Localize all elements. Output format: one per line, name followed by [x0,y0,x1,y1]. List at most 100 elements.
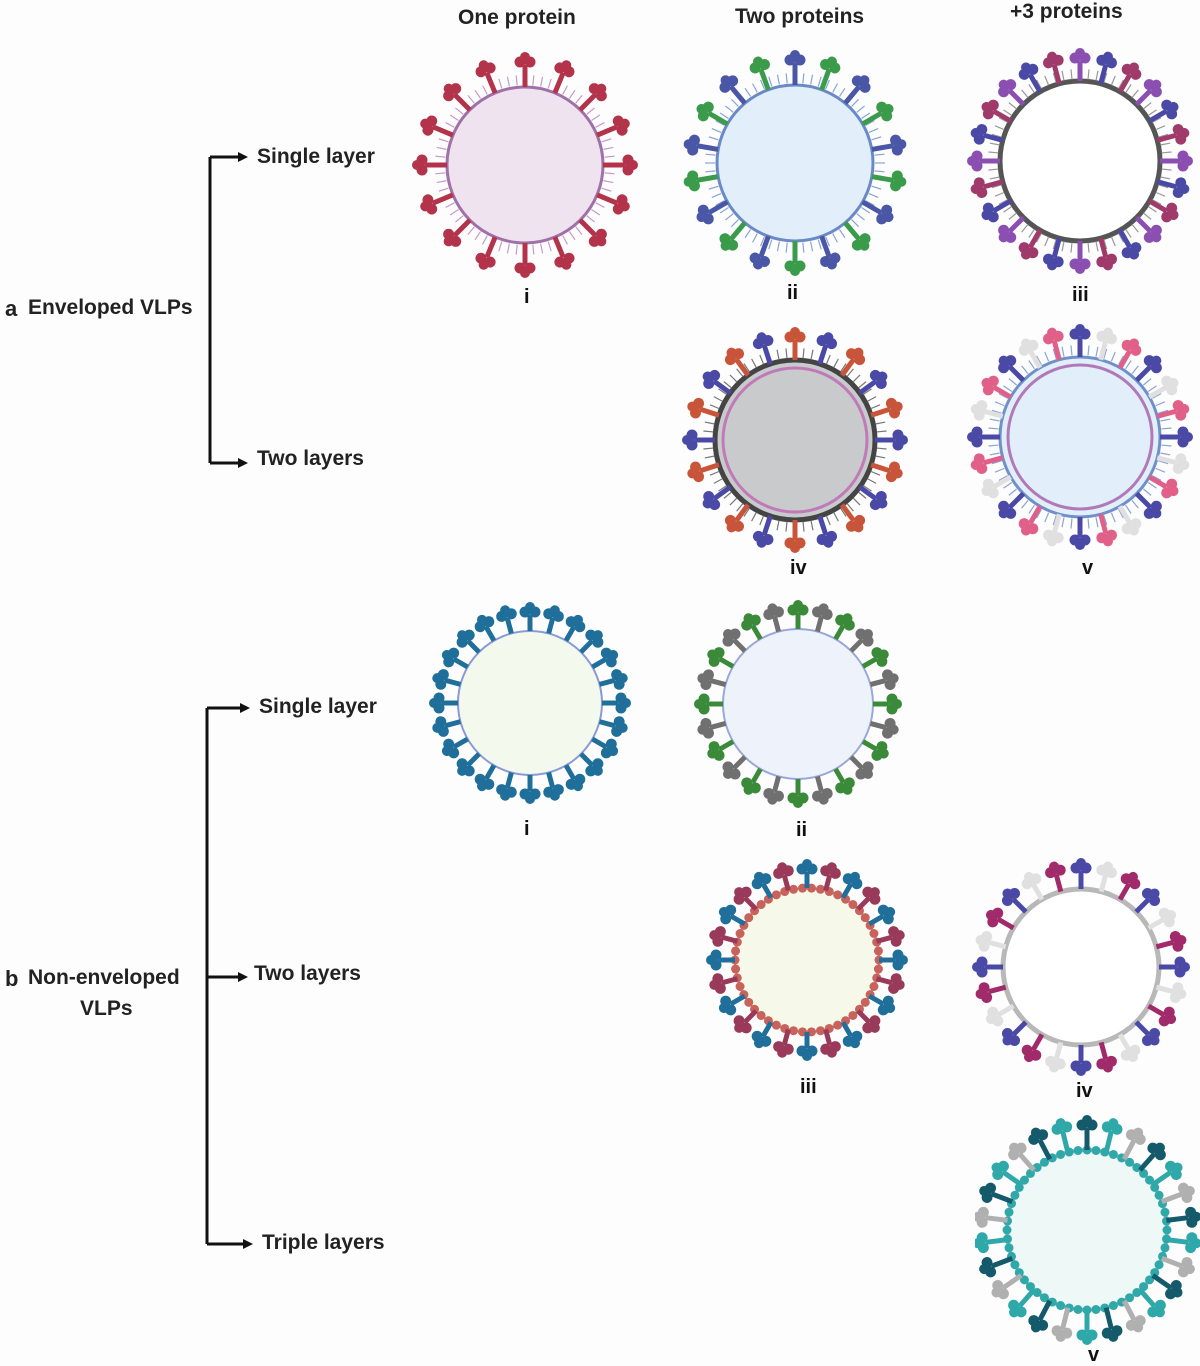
surface-protein [1043,237,1064,271]
lipid-tail [1061,346,1065,357]
surface-protein [591,647,619,670]
lipid-tail [1125,228,1132,238]
lipid-tail [498,78,503,89]
lipid-tail [729,497,738,506]
surface-protein [763,775,785,805]
surface-protein [697,669,727,691]
lipid-tail [1103,515,1108,526]
surface-protein [709,973,739,994]
lipid-tail [785,73,788,84]
lipid-tail [498,241,503,252]
surface-protein [1096,861,1117,893]
surface-protein [709,926,739,947]
surface-protein [1121,1127,1146,1161]
bead-subunit [873,964,883,974]
lipid-tail [838,229,846,239]
surface-protein [697,717,727,739]
surface-protein [579,752,604,777]
lipid-tail [1147,385,1157,392]
surface-protein [1160,426,1193,448]
lipid-tail [1044,512,1050,523]
lipid-tail [810,74,814,85]
row-label-a-two-layers: Two layers [257,447,364,470]
surface-protein [563,764,586,792]
lipid-tail [991,133,1002,138]
lipid-tail [1160,418,1171,422]
lipid-tail [817,76,822,87]
lipid-tail [1052,72,1057,83]
lipid-tail [1158,460,1169,465]
lipid-tail [989,142,1000,146]
surface-protein [519,602,541,631]
lipid-tail [1118,79,1124,89]
surface-protein [1160,1256,1195,1278]
surface-protein [840,503,866,533]
surface-protein [1043,513,1064,547]
surface-protein [429,692,458,714]
surface-protein [719,221,747,251]
surface-protein [443,218,472,247]
surface-protein [596,115,630,138]
lipid-tail [1147,109,1157,116]
lipid-tail [1118,233,1124,243]
lipid-tail [852,497,861,506]
lipid-tail [547,241,552,252]
surface-protein [1159,956,1190,978]
surface-protein [998,79,1026,107]
lipid-tail [1036,79,1042,89]
surface-protein [970,400,1004,421]
surface-protein [1096,51,1117,85]
bead-subunit [789,1026,799,1036]
surface-protein [1096,1041,1117,1073]
lipid-tail [540,76,544,87]
surface-protein [1155,931,1187,952]
lipid-tail [601,187,612,192]
lipid-tail [730,219,739,228]
bead-subunit [1010,1260,1020,1270]
lipid-tail [718,485,728,492]
surface-protein [578,218,607,247]
lipid-tail [870,404,881,410]
numeral-a-i: i [524,286,530,308]
lipid-tail [1061,517,1065,528]
surface-protein [432,716,462,737]
lipid-tail [1110,236,1116,247]
lipid-tail [730,98,739,107]
surface-protein [820,862,841,892]
surface-protein [596,192,630,215]
numeral-b-iii: iii [800,1076,817,1098]
lipid-tail [991,184,1002,189]
surface-protein [707,647,735,669]
surface-protein [718,904,746,927]
lipid-tail [1125,504,1132,514]
lipid-tail [743,507,750,517]
lipid-tail [1087,242,1090,253]
lipid-tail [1003,109,1013,116]
lipid-tail [435,155,446,158]
lipid-tail [506,243,510,254]
bead-subunit [1150,1182,1160,1192]
surface-protein [784,241,806,276]
surface-protein [543,771,564,801]
surface-protein [1117,62,1142,93]
lipid-tail [838,87,846,97]
surface-protein [975,1206,1008,1228]
section-b-title-line1: Non-enveloped [28,966,180,989]
surface-protein [861,199,894,225]
surface-protein [706,949,735,971]
lipid-tail [1095,346,1099,357]
lipid-tail [1095,70,1099,81]
surface-protein [819,235,841,270]
surface-protein [981,99,1012,124]
surface-protein [981,198,1012,223]
surface-protein [1134,1020,1161,1047]
bead-subunit [1154,1260,1164,1270]
lipid-tail [1044,351,1050,362]
capsid-core [997,78,1163,244]
surface-protein [998,215,1026,243]
lipid-tail [723,491,732,499]
surface-protein [1018,62,1043,93]
surface-protein [991,1160,1023,1187]
bead-subunit [1039,1157,1049,1167]
